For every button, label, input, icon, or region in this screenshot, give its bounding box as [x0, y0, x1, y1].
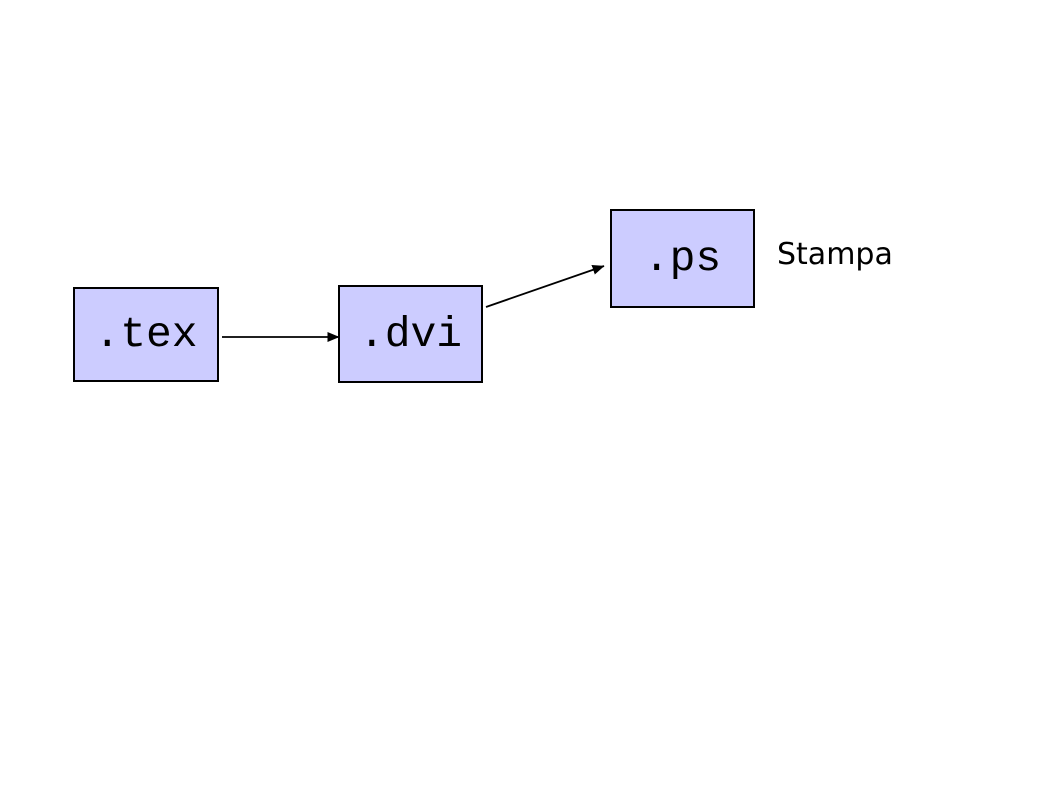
node-ps-label: .ps — [643, 234, 722, 283]
edge-dvi-to-ps — [485, 265, 605, 308]
node-ps[interactable]: .ps — [610, 209, 755, 308]
node-dvi-label: .dvi — [358, 309, 463, 359]
annotation-stampa: Stampa — [777, 237, 893, 272]
node-dvi[interactable]: .dvi — [338, 285, 483, 383]
node-tex-label: .tex — [94, 310, 198, 359]
node-tex[interactable]: .tex — [73, 287, 219, 382]
